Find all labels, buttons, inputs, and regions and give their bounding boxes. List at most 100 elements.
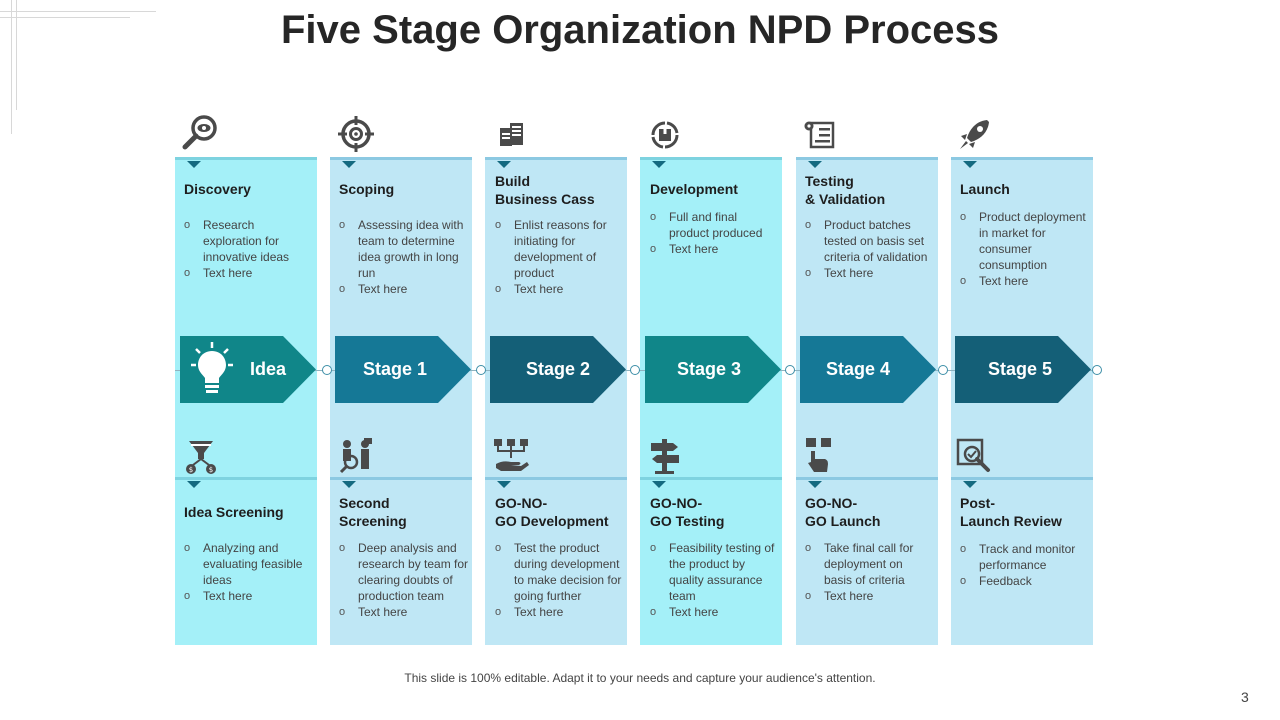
marker-arrow xyxy=(187,481,201,488)
marker-arrow xyxy=(808,481,822,488)
stage-label: Stage 3 xyxy=(676,359,742,379)
marker-arrow xyxy=(497,481,511,488)
stage-arrow-idea: Idea xyxy=(180,336,316,403)
bullet-item: Text here xyxy=(805,265,933,281)
bullet-item: Text here xyxy=(805,588,933,604)
column-title: Testing & Validation xyxy=(805,173,886,207)
bullet-item: Enlist reasons for initiating for develo… xyxy=(495,217,623,281)
svg-text:$: $ xyxy=(189,466,193,474)
marker-arrow xyxy=(808,161,822,168)
column-title: Idea Screening xyxy=(184,504,284,520)
column-title: Discovery xyxy=(184,181,251,197)
column-title: GO-NO- GO Testing xyxy=(650,495,725,529)
bullet-list: Enlist reasons for initiating for develo… xyxy=(495,217,623,297)
bullet-item: Text here xyxy=(339,281,467,297)
bullet-item: Text here xyxy=(650,604,778,620)
bullet-item: Research exploration for innovative idea… xyxy=(184,217,312,265)
marker-arrow xyxy=(963,481,977,488)
column-title: Scoping xyxy=(339,181,395,197)
documents-icon xyxy=(500,123,523,146)
bullet-item: Text here xyxy=(184,588,314,604)
bullet-item: Feasibility testing of the product by qu… xyxy=(650,540,778,604)
bullet-item: Feedback xyxy=(960,573,1090,589)
rocket-icon xyxy=(960,120,989,149)
marker-arrow xyxy=(652,161,666,168)
column-title: Build Business Cass xyxy=(495,173,595,207)
decision-hand-icon xyxy=(494,439,529,471)
stage-arrow-3: Stage 3 xyxy=(645,336,781,403)
corner-line xyxy=(0,11,156,12)
timeline-dot xyxy=(785,365,795,375)
bullet-item: Text here xyxy=(184,265,312,281)
bullet-list: Analyzing and evaluating feasible ideas … xyxy=(184,540,314,604)
corner-line xyxy=(16,0,17,110)
bullet-item: Text here xyxy=(960,273,1088,289)
bullet-list: Take final call for deployment on basis … xyxy=(805,540,933,604)
signpost-icon xyxy=(651,439,679,474)
timeline-dot xyxy=(476,365,486,375)
people-search-icon xyxy=(339,438,372,474)
bullet-list: Deep analysis and research by team for c… xyxy=(339,540,469,620)
stage-arrow-5: Stage 5 xyxy=(955,336,1091,403)
light-bulb-icon xyxy=(191,342,233,393)
bullet-item: Text here xyxy=(339,604,469,620)
stage-label: Idea xyxy=(249,359,287,379)
stage-arrow-4: Stage 4 xyxy=(800,336,936,403)
bullet-list: Product deployment in market for consume… xyxy=(960,209,1088,289)
footer-note: This slide is 100% editable. Adapt it to… xyxy=(404,671,876,685)
svg-text:$: $ xyxy=(209,466,213,474)
column-title: GO-NO- GO Launch xyxy=(805,495,881,529)
slide-title: Five Stage Organization NPD Process xyxy=(281,8,999,52)
timeline-dot xyxy=(1092,365,1102,375)
marker-arrow xyxy=(652,481,666,488)
bullet-list: Feasibility testing of the product by qu… xyxy=(650,540,778,620)
stage-arrow-1: Stage 1 xyxy=(335,336,471,403)
bullet-item: Product deployment in market for consume… xyxy=(960,209,1088,273)
bullet-item: Full and final product produced xyxy=(650,209,778,241)
marker-arrow xyxy=(342,481,356,488)
magnifier-eye-icon xyxy=(182,115,217,150)
bullet-list: Test the product during development to m… xyxy=(495,540,623,620)
bullet-item: Assessing idea with team to determine id… xyxy=(339,217,467,281)
marker-arrow xyxy=(342,161,356,168)
corner-line xyxy=(11,0,12,134)
column-title: Second Screening xyxy=(339,495,407,529)
corner-line xyxy=(0,17,130,18)
target-icon xyxy=(338,116,374,152)
bullet-item: Text here xyxy=(650,241,778,257)
funnel-coins-icon: $ $ xyxy=(186,441,216,474)
page-number: 3 xyxy=(1241,689,1249,705)
bullet-item: Text here xyxy=(495,604,623,620)
review-magnifier-icon xyxy=(956,438,990,472)
column-title: Development xyxy=(650,181,738,197)
bullet-list: Assessing idea with team to determine id… xyxy=(339,217,467,297)
marker-arrow xyxy=(187,161,201,168)
timeline-dot xyxy=(322,365,332,375)
test-report-icon xyxy=(804,121,835,149)
marker-arrow xyxy=(963,161,977,168)
bullet-item: Test the product during development to m… xyxy=(495,540,623,604)
column-title: Post- Launch Review xyxy=(960,495,1062,529)
bullet-item: Track and monitor performance xyxy=(960,541,1090,573)
bullet-list: Product batches tested on basis set crit… xyxy=(805,217,933,281)
bullet-item: Analyzing and evaluating feasible ideas xyxy=(184,540,314,588)
bullet-list: Research exploration for innovative idea… xyxy=(184,217,312,281)
column-title: Launch xyxy=(960,181,1010,197)
bullet-item: Text here xyxy=(495,281,623,297)
stage-arrow-2: Stage 2 xyxy=(490,336,626,403)
box-cycle-icon xyxy=(651,121,679,149)
bullet-item: Product batches tested on basis set crit… xyxy=(805,217,933,265)
bullet-list: Full and final product produced Text her… xyxy=(650,209,778,257)
touch-choice-icon xyxy=(806,438,831,472)
column-title: GO-NO- GO Development xyxy=(495,495,609,529)
stage-label: Stage 1 xyxy=(362,359,428,379)
stage-label: Stage 5 xyxy=(987,359,1053,379)
bullet-item: Deep analysis and research by team for c… xyxy=(339,540,469,604)
bullet-list: Track and monitor performance Feedback xyxy=(960,541,1090,589)
timeline-dot xyxy=(938,365,948,375)
bullet-item: Take final call for deployment on basis … xyxy=(805,540,933,588)
marker-arrow xyxy=(497,161,511,168)
stage-label: Stage 4 xyxy=(825,359,891,379)
timeline-dot xyxy=(630,365,640,375)
stage-label: Stage 2 xyxy=(525,359,591,379)
